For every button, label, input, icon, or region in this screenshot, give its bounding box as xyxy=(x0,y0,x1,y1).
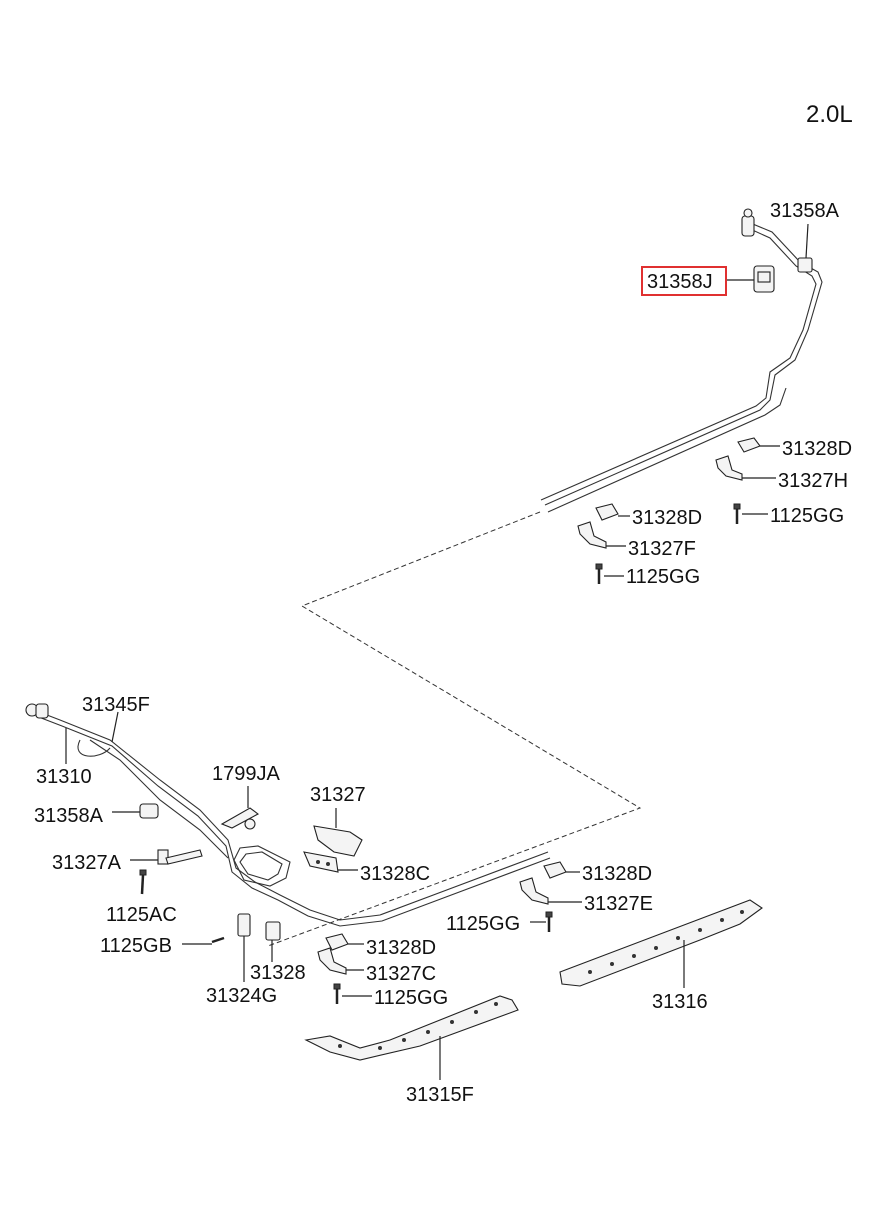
label-31315f: 31315F xyxy=(406,1084,474,1106)
bolt-1125gg-b xyxy=(595,563,624,584)
rail-31316 xyxy=(559,899,763,988)
label-1125ac: 1125AC xyxy=(106,904,177,926)
label-1125gg-d: 1125GG xyxy=(374,987,448,1009)
lower-fuel-tube xyxy=(33,709,551,927)
label-31345f: 31345F xyxy=(82,694,150,716)
label-31328: 31328 xyxy=(250,962,306,984)
bracket-31327e xyxy=(519,877,582,905)
tube-end-fitting-left xyxy=(25,703,49,719)
tube-end-connector xyxy=(741,208,755,237)
bolt-1125gb xyxy=(182,936,225,945)
clip-31358a-bottom xyxy=(112,803,159,819)
label-31328c: 31328C xyxy=(360,863,430,885)
label-31358a-bottom: 31358A xyxy=(34,805,104,827)
engine-label: 2.0L xyxy=(806,101,853,128)
label-1125gg-a: 1125GG xyxy=(770,505,844,527)
bolt-1125gg-c xyxy=(530,911,553,932)
label-31328d-b: 31328D xyxy=(632,507,702,529)
label-1125gg-c: 1125GG xyxy=(446,913,520,935)
bracket-31328d-d xyxy=(325,933,364,951)
bolt-1125ac xyxy=(139,869,147,895)
label-31327h: 31327H xyxy=(778,470,848,492)
clip-31358j xyxy=(726,265,775,293)
label-31327e: 31327E xyxy=(584,893,653,915)
bracket-31327f xyxy=(577,521,626,549)
clip-31328c xyxy=(303,851,358,873)
bracket-31328d-b xyxy=(595,503,630,521)
clip-31324g xyxy=(237,913,251,982)
label-1125gg-b: 1125GG xyxy=(626,566,700,588)
part-1799ja xyxy=(220,786,260,830)
clip-31358a-top xyxy=(797,223,813,273)
label-1799ja: 1799JA xyxy=(212,763,280,785)
bracket-31327 xyxy=(313,808,363,857)
label-31328d-c: 31328D xyxy=(582,863,652,885)
label-31327: 31327 xyxy=(310,784,366,806)
bracket-31328d-c xyxy=(543,861,580,879)
label-31316: 31316 xyxy=(652,991,708,1013)
label-31328d-d: 31328D xyxy=(366,937,436,959)
bracket-31327c xyxy=(317,947,364,975)
label-31327a: 31327A xyxy=(52,852,122,874)
rail-31315f xyxy=(304,995,519,1080)
tube-loop-31345f xyxy=(77,711,119,757)
label-31310: 31310 xyxy=(36,766,92,788)
label-31358a-top: 31358A xyxy=(770,200,840,222)
label-31327c: 31327C xyxy=(366,963,436,985)
highlight-box-31358j xyxy=(641,266,727,296)
label-1125gb: 1125GB xyxy=(100,935,172,957)
bolt-1125gg-d xyxy=(333,983,372,1004)
label-31324g: 31324G xyxy=(206,985,277,1007)
label-31328d-a: 31328D xyxy=(782,438,852,460)
upper-fuel-tube xyxy=(540,221,823,513)
bracket-31327a xyxy=(130,849,203,865)
continuation-dashed-line xyxy=(267,511,642,947)
label-31358j: 31358J xyxy=(647,271,713,293)
bracket-31328d-a xyxy=(737,437,780,453)
bracket-31327h xyxy=(715,455,776,481)
clip-31328 xyxy=(265,921,281,962)
label-31327f: 31327F xyxy=(628,538,696,560)
bolt-1125gg-a xyxy=(733,503,768,524)
